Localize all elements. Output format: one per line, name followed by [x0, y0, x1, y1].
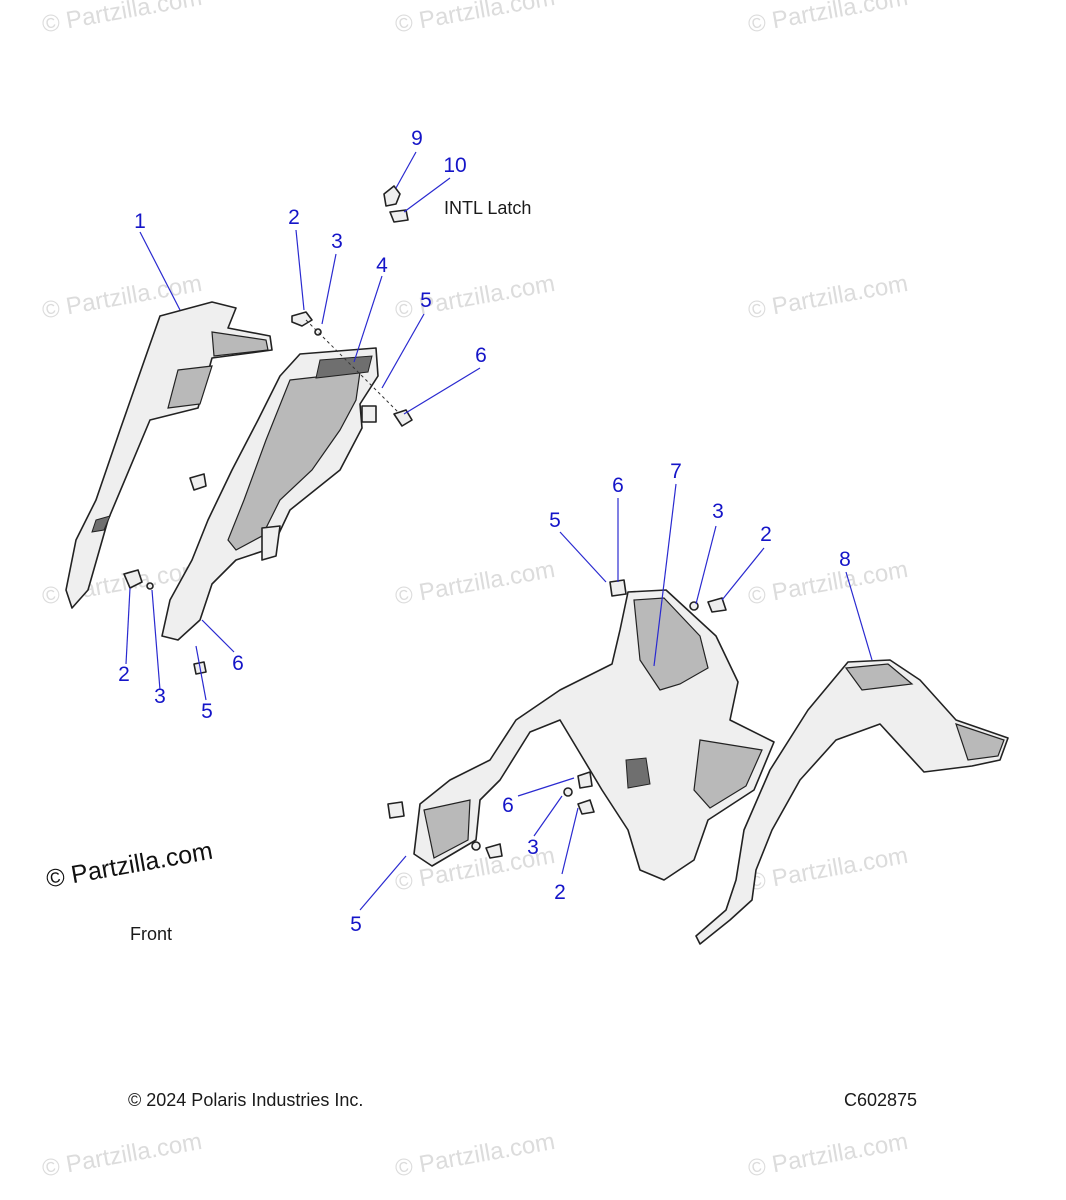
part-8-right-side-panel	[695, 659, 1009, 945]
callout-5: 5	[201, 700, 213, 723]
callout-8: 8	[839, 548, 851, 571]
part-4-left-inner-panel	[161, 347, 379, 641]
part-7-front-center-panel	[413, 589, 775, 881]
front-label: Front	[130, 924, 173, 944]
callout-10: 10	[443, 154, 467, 177]
callout-5: 5	[420, 289, 432, 312]
callout-4: 4	[376, 254, 388, 277]
alignment-line	[305, 319, 399, 413]
callout-6: 6	[232, 652, 244, 675]
callout-3: 3	[712, 500, 724, 523]
callout-2: 2	[760, 523, 772, 546]
callout-6: 6	[475, 344, 487, 367]
callout-1: 1	[134, 210, 146, 233]
callout-5: 5	[549, 509, 561, 532]
callout-5: 5	[350, 913, 362, 936]
leader-lines	[125, 151, 873, 911]
callout-2: 2	[288, 206, 300, 229]
callout-7: 7	[670, 460, 682, 483]
callout-3: 3	[527, 836, 539, 859]
callout-2: 2	[118, 663, 130, 686]
diagram-code: C602875	[844, 1090, 918, 1110]
callout-2: 2	[554, 881, 566, 904]
hardware	[123, 185, 727, 859]
copyright-text: © 2024 Polaris Industries Inc.	[128, 1090, 364, 1110]
intl-latch-label: INTL Latch	[444, 198, 532, 218]
callout-9: 9	[411, 127, 423, 150]
callout-3: 3	[331, 230, 343, 253]
callout-6: 6	[612, 474, 624, 497]
part-1-left-side-panel	[65, 301, 273, 609]
callout-3: 3	[154, 685, 166, 708]
callout-6: 6	[502, 794, 514, 817]
